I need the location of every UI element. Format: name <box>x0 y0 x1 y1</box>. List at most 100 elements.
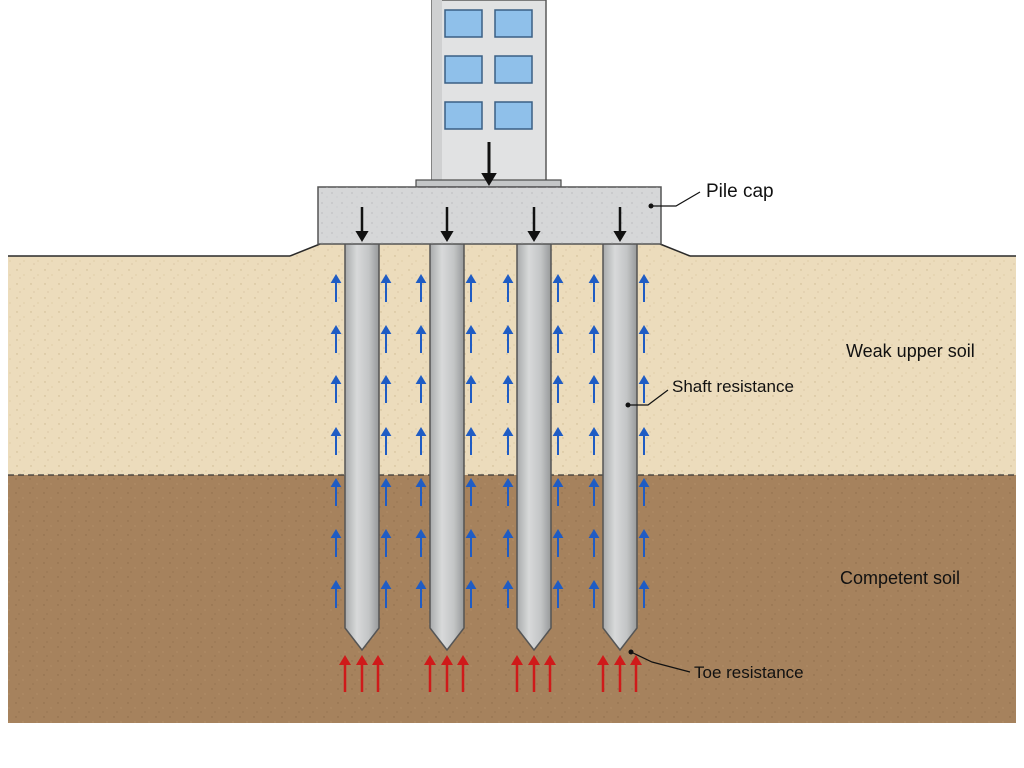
shaft-resistance-arrow-icon <box>588 580 600 608</box>
shaft-resistance-arrow-icon <box>502 478 514 506</box>
toe-resistance-arrow-icon <box>441 655 453 692</box>
shaft-resistance-arrow-icon <box>638 478 650 506</box>
shaft-resistance-arrow-icon <box>380 580 392 608</box>
shaft-resistance-arrow-icon <box>465 580 477 608</box>
shaft-resistance-arrow-icon <box>552 580 564 608</box>
shaft-resistance-arrow-icon <box>330 478 342 506</box>
shaft-resistance-arrow-icon <box>552 274 564 302</box>
shaft-resistance-arrow-icon <box>465 274 477 302</box>
shaft-resistance-arrow-icon <box>638 274 650 302</box>
shaft-resistance-label: Shaft resistance <box>672 377 794 396</box>
shaft-resistance-arrow-icon <box>552 427 564 455</box>
toe-resistance-arrow-icon <box>544 655 556 692</box>
building-window <box>444 101 483 130</box>
shaft-resistance-arrow-icon <box>638 427 650 455</box>
toe-resistance-arrow-icon <box>424 655 436 692</box>
shaft-resistance-arrow-icon <box>415 274 427 302</box>
shaft-resistance-arrow-icon <box>502 274 514 302</box>
shaft-resistance-arrow-icon <box>380 274 392 302</box>
shaft-resistance-arrow-icon <box>588 529 600 557</box>
building-window <box>494 9 533 38</box>
toe-resistance-arrow-icon <box>630 655 642 692</box>
load-arrows <box>355 142 627 242</box>
shaft-resistance-arrow-icon <box>415 478 427 506</box>
shaft-resistance-arrow-icon <box>638 325 650 353</box>
shaft-resistance-arrow-icon <box>465 325 477 353</box>
toe-resistance-arrows <box>339 655 642 692</box>
shaft-resistance-arrow-icon <box>330 427 342 455</box>
shaft-resistance-arrow-icon <box>465 478 477 506</box>
shaft-resistance-arrow-icon <box>638 529 650 557</box>
load-arrow-icon <box>527 207 541 242</box>
toe-resistance-arrow-icon <box>339 655 351 692</box>
shaft-resistance-arrow-icon <box>380 375 392 403</box>
shaft-resistance-arrow-icon <box>465 529 477 557</box>
shaft-resistance-arrow-icon <box>380 478 392 506</box>
load-arrow-icon <box>440 207 454 242</box>
shaft-resistance-arrow-icon <box>380 529 392 557</box>
shaft-resistance-arrow-icon <box>380 325 392 353</box>
toe-resistance-label: Toe resistance <box>694 663 804 682</box>
shaft-resistance-leader <box>628 389 669 406</box>
pile <box>602 242 638 652</box>
shaft-resistance-arrow-icon <box>502 580 514 608</box>
shaft-resistance-arrow-icon <box>552 529 564 557</box>
shaft-resistance-arrow-icon <box>330 274 342 302</box>
load-arrow-icon <box>481 142 497 186</box>
building-window <box>444 9 483 38</box>
shaft-resistance-arrow-icon <box>552 325 564 353</box>
shaft-resistance-arrow-icon <box>552 478 564 506</box>
pile <box>516 242 552 652</box>
load-arrow-icon <box>613 207 627 242</box>
shaft-resistance-arrow-icon <box>588 375 600 403</box>
weak-upper-soil-label: Weak upper soil <box>846 341 975 361</box>
building-window <box>494 101 533 130</box>
toe-resistance-arrow-icon <box>372 655 384 692</box>
shaft-resistance-arrow-icon <box>415 427 427 455</box>
shaft-resistance-arrow-icon <box>588 274 600 302</box>
shaft-resistance-arrow-icon <box>502 325 514 353</box>
toe-resistance-arrow-icon <box>597 655 609 692</box>
toe-resistance-arrow-icon <box>356 655 368 692</box>
shaft-resistance-arrow-icon <box>380 427 392 455</box>
toe-resistance-arrow-icon <box>457 655 469 692</box>
piles <box>344 242 638 652</box>
shaft-resistance-arrow-icon <box>415 529 427 557</box>
shaft-resistance-arrow-icon <box>330 529 342 557</box>
pile-cap-label: Pile cap <box>706 181 774 202</box>
pile <box>344 242 380 652</box>
toe-resistance-arrow-icon <box>614 655 626 692</box>
pile <box>429 242 465 652</box>
pile-cap-leader <box>651 191 701 207</box>
pile-cap <box>317 186 662 245</box>
toe-resistance-arrow-icon <box>511 655 523 692</box>
shaft-resistance-arrow-icon <box>638 375 650 403</box>
shaft-resistance-arrow-icon <box>638 580 650 608</box>
shaft-resistance-arrow-icon <box>502 375 514 403</box>
shaft-resistance-arrow-icon <box>502 529 514 557</box>
shaft-resistance-arrow-icon <box>330 375 342 403</box>
shaft-resistance-arrow-icon <box>588 478 600 506</box>
shaft-resistance-arrow-icon <box>502 427 514 455</box>
shaft-resistance-arrow-icon <box>330 580 342 608</box>
load-arrow-icon <box>355 207 369 242</box>
shaft-resistance-arrow-icon <box>330 325 342 353</box>
toe-resistance-arrow-icon <box>528 655 540 692</box>
shaft-resistance-arrow-icon <box>588 427 600 455</box>
shaft-resistance-arrow-icon <box>465 427 477 455</box>
toe-resistance-leader <box>630 651 691 673</box>
soil-layers <box>8 243 1016 723</box>
shaft-resistance-arrow-icon <box>415 375 427 403</box>
shaft-resistance-arrows <box>330 274 650 608</box>
shaft-resistance-arrow-icon <box>465 375 477 403</box>
building-window <box>494 55 533 84</box>
competent-soil-label: Competent soil <box>840 568 960 588</box>
leader-lines <box>625 191 701 673</box>
shaft-resistance-arrow-icon <box>588 325 600 353</box>
shaft-resistance-arrow-icon <box>415 580 427 608</box>
building-window <box>444 55 483 84</box>
shaft-resistance-arrow-icon <box>415 325 427 353</box>
shaft-resistance-arrow-icon <box>552 375 564 403</box>
